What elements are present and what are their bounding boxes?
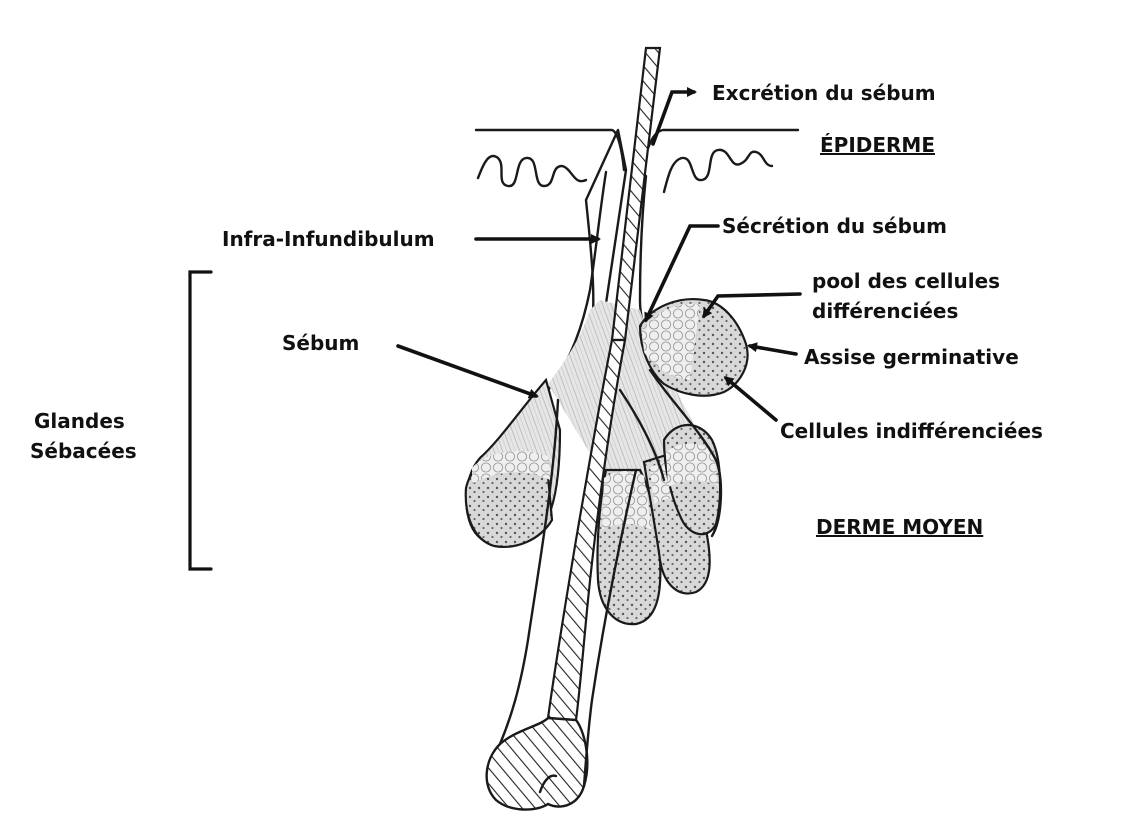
arrow-sebum [398,346,536,396]
label-pool-line2: différenciées [812,299,958,323]
label-cellules-indiff: Cellules indifférenciées [780,419,1043,443]
arrow-cellules-indiff [726,378,776,420]
arrow-assise [750,346,796,354]
label-glandes-line1: Glandes [34,409,125,433]
label-derme-moyen: DERME MOYEN [816,515,983,539]
label-glandes-line2: Sébacées [30,439,137,463]
glandes-bracket [190,272,211,569]
label-excretion: Excrétion du sébum [712,81,936,105]
arrow-excretion [653,92,694,144]
epidermis-rete-right [664,150,772,192]
epidermis-rete-left [478,156,586,186]
label-epiderme: ÉPIDERME [820,133,935,157]
label-sebum: Sébum [282,331,359,355]
label-pool-line1: pool des cellules [812,269,1000,293]
label-infra-infundibulum: Infra-Infundibulum [222,227,435,251]
label-secretion: Sécrétion du sébum [722,214,947,238]
label-assise: Assise germinative [804,345,1019,369]
